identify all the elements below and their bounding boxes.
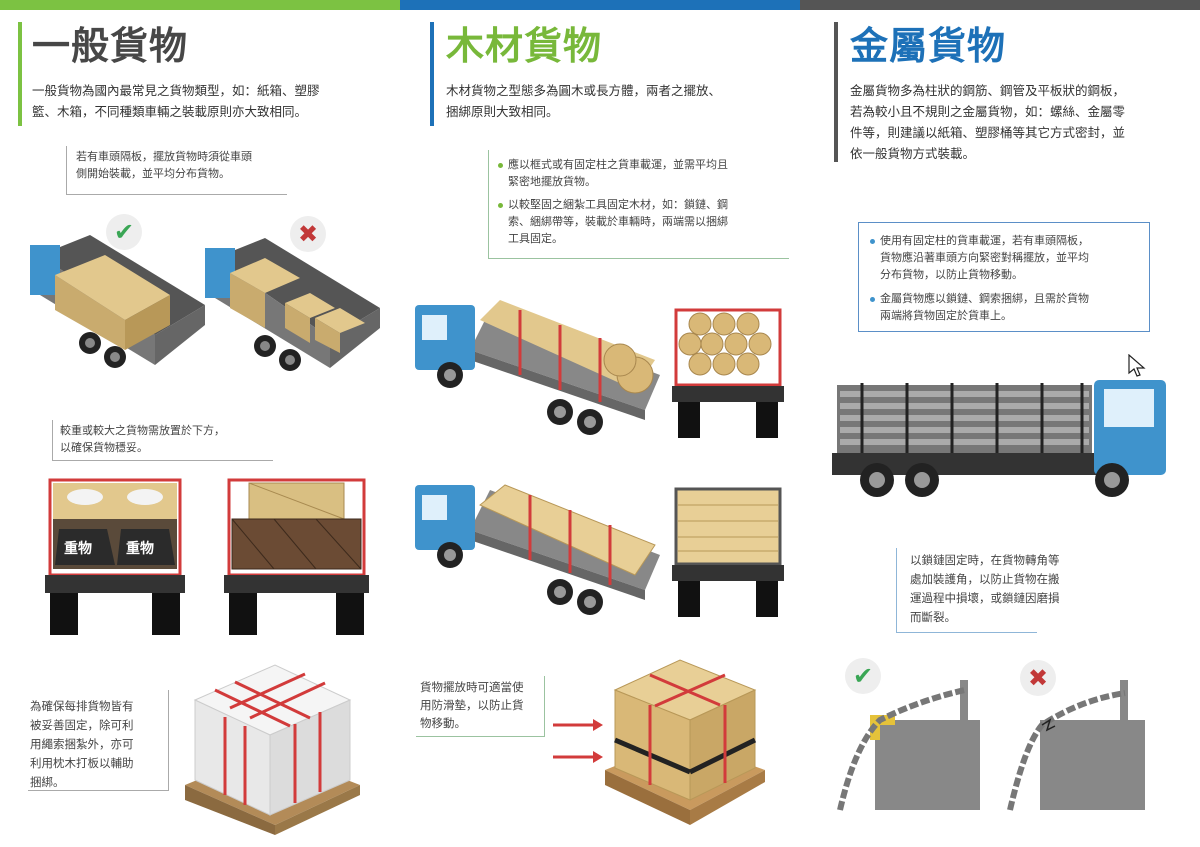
general-title: 一般貨物 [32, 24, 189, 68]
chain-with-corner-protector [837, 680, 980, 811]
wood-bullet2: 以較堅固之綑紮工具固定木材，如：鎖鏈、鋼 索、綑綁帶等，裝載於車輛時，兩端需以捆… [498, 196, 728, 247]
wood-bullet1: 應以框式或有固定柱之貨車載運，並需平均且 緊密地擺放貨物。 [498, 156, 728, 190]
bullet-dot [870, 296, 875, 302]
general-accent-line [18, 22, 22, 126]
cross-icon: ✖ [290, 216, 326, 252]
pallet-wrapped-cargo [185, 664, 360, 835]
metal-note: 以鎖鏈固定時，在貨物轉角等 處加裝護角，以防止貨物在搬 運過程中損壞，或鎖鏈因磨… [910, 553, 1060, 624]
general-note1: 若有車頭隔板，擺放貨物時須從車頭 側開始裝載，並平均分布貨物。 [76, 150, 252, 180]
truck-correct-loading [30, 235, 205, 368]
general-note2: 較重或較大之貨物需放置於下方， 以確保貨物穩妥。 [60, 424, 225, 454]
metal-note-callout [896, 548, 1037, 633]
wood-bullets-callout [488, 150, 789, 259]
top-bar-general [0, 0, 400, 10]
general-note3: 為確保每排貨物皆有 被妥善固定，除可利 用繩索捆紮外，亦可 利用枕木打板以輔助 … [30, 699, 134, 789]
pallet-wood-cargo [605, 659, 765, 825]
cross-icon: ✖ [1020, 660, 1056, 696]
metal-bullet1: 使用有固定柱的貨車載運，若有車頭隔板， 貨物應沿著車頭方向緊密對稱擺放，並平均 … [870, 232, 1089, 283]
wood-title: 木材貨物 [446, 24, 603, 68]
truck-logs-rear [672, 308, 784, 438]
metal-intro: 金屬貨物多為柱狀的鋼筋、鋼管及平板狀的鋼板， 若為較小且不規則之金屬貨物，如：螺… [850, 83, 1126, 161]
top-bar-wood [400, 0, 800, 10]
truck-wrong-loading [205, 238, 380, 371]
general-note3-callout [28, 690, 169, 791]
arrow-right-icon [553, 719, 603, 763]
general-note2-callout [52, 420, 273, 461]
metal-bullet2: 金屬貨物應以鎖鏈、鋼索捆綁，且需於貨物 兩端將貨物固定於貨車上。 [870, 290, 1089, 324]
bullet-dot [498, 162, 503, 168]
truck-rear-heavy-below [45, 478, 185, 635]
top-bar-metal [800, 0, 1200, 10]
truck-rear-crates [224, 478, 369, 635]
truck-metal-side [832, 380, 1166, 497]
wood-note-callout [416, 676, 545, 737]
metal-accent-line [834, 22, 838, 162]
bullet-dot [498, 202, 503, 208]
general-note1-callout [66, 146, 287, 195]
truck-lumber-side [415, 484, 660, 615]
general-intro: 一般貨物為國內最常見之貨物類型，如：紙箱、塑膠 籃、木箱，不同種類車輛之裝載原則… [32, 83, 320, 119]
wood-intro: 木材貨物之型態多為圓木或長方體，兩者之擺放、 捆綁原則大致相同。 [446, 83, 722, 119]
heavy-label-right: 重物 [126, 541, 154, 557]
bullet-dot [870, 238, 875, 244]
wood-accent-line [430, 22, 434, 126]
truck-logs-side [415, 300, 660, 435]
mouse-pointer-icon [1128, 354, 1146, 377]
truck-lumber-rear [672, 487, 784, 617]
metal-bullets-box [858, 222, 1150, 332]
metal-title: 金屬貨物 [850, 24, 1007, 68]
wood-note: 貨物擺放時可適當使 用防滑墊，以防止貨 物移動。 [420, 680, 524, 730]
chain-without-protector [1007, 680, 1145, 811]
check-icon: ✔ [845, 658, 881, 694]
check-icon: ✔ [106, 214, 142, 250]
heavy-label-left: 重物 [64, 541, 92, 557]
